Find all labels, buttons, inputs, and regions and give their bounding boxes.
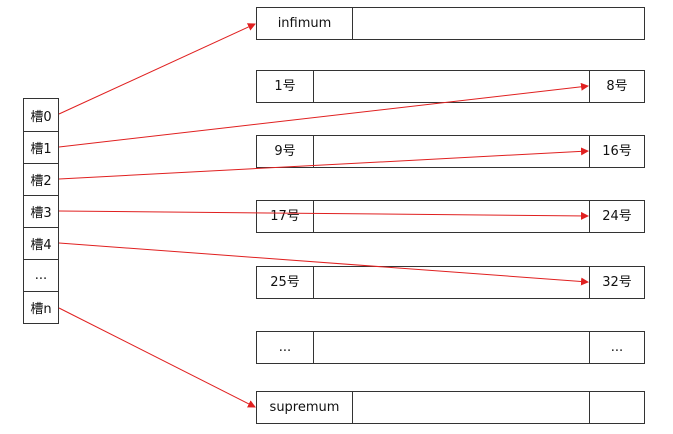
page-directory: 槽0 槽1 槽2 槽3 槽4 ... 槽n <box>23 98 59 324</box>
infimum-label: infimum <box>277 16 332 31</box>
slot-divider <box>24 259 58 260</box>
slot-3: 槽3 <box>30 205 52 221</box>
cell-divider <box>589 201 590 232</box>
slot-4: 槽4 <box>30 237 52 253</box>
record-group-2: 9号 16号 <box>256 135 645 168</box>
cell-divider <box>313 201 314 232</box>
supremum-label: supremum <box>269 400 340 415</box>
cell-divider <box>589 267 590 298</box>
group-2-last: 16号 <box>602 144 632 159</box>
group-4-last: 32号 <box>602 275 632 290</box>
cell-divider <box>313 267 314 298</box>
record-group-ellipsis: ... ... <box>256 331 645 364</box>
cell-divider <box>589 392 590 423</box>
slot-divider <box>24 131 58 132</box>
slot-1: 槽1 <box>30 141 52 157</box>
group-3-last: 24号 <box>602 209 632 224</box>
group-1-last: 8号 <box>606 79 628 94</box>
cell-divider <box>313 71 314 102</box>
cell-divider <box>352 8 353 39</box>
group-4-first: 25号 <box>270 275 300 290</box>
arrow-slotn-supremum <box>58 307 256 408</box>
slot-divider <box>24 163 58 164</box>
supremum-record: supremum <box>256 391 645 424</box>
slot-divider <box>24 227 58 228</box>
group-ellipsis-first: ... <box>278 340 292 355</box>
arrow-slot0-infimum <box>58 23 256 115</box>
group-ellipsis-last: ... <box>610 340 624 355</box>
cell-divider <box>589 136 590 167</box>
slot-2: 槽2 <box>30 173 52 189</box>
record-group-3: 17号 24号 <box>256 200 645 233</box>
slot-divider <box>24 291 58 292</box>
infimum-record: infimum <box>256 7 645 40</box>
slot-0: 槽0 <box>30 109 52 125</box>
group-1-first: 1号 <box>274 79 296 94</box>
slot-divider <box>24 195 58 196</box>
cell-divider <box>313 332 314 363</box>
record-group-4: 25号 32号 <box>256 266 645 299</box>
cell-divider <box>589 332 590 363</box>
slot-ellipsis: ... <box>34 267 48 283</box>
group-3-first: 17号 <box>270 209 300 224</box>
slot-n: 槽n <box>30 301 52 317</box>
group-2-first: 9号 <box>274 144 296 159</box>
record-group-1: 1号 8号 <box>256 70 645 103</box>
cell-divider <box>589 71 590 102</box>
cell-divider <box>313 136 314 167</box>
cell-divider <box>352 392 353 423</box>
